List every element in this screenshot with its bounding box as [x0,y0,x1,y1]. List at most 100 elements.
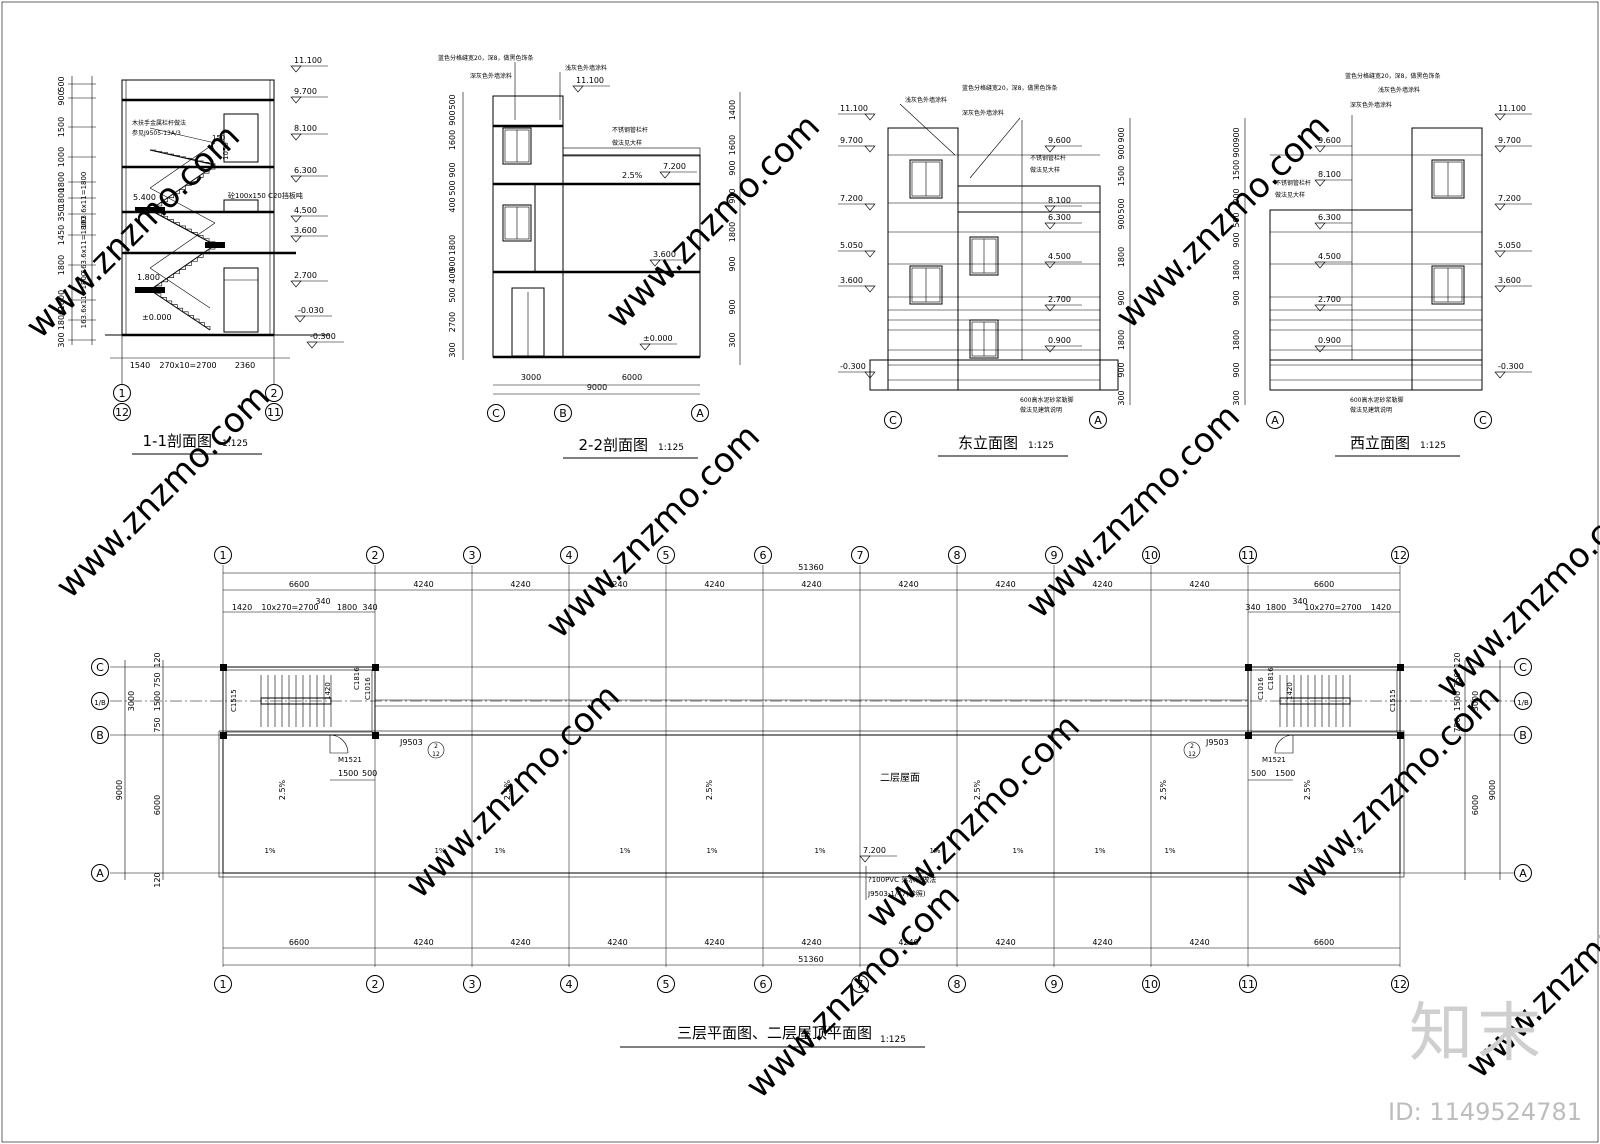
plan-span: 4240 [510,580,530,589]
plan-dim: 1500 [1453,691,1462,711]
plan-axis-top-label: 10 [1144,549,1158,562]
s11-elevation: 4.500 [290,206,328,223]
elevation-value: 5.050 [840,241,863,250]
west-elevation: 2.700 [1314,295,1352,312]
plan-axis-bottom-bubble [1239,975,1257,993]
plan-span: 4240 [607,938,627,947]
s22-dim: 1800 [448,235,457,255]
s11-stair-dim: 163.6x11=1800 [80,217,88,274]
plan-axis-left-label: C [96,661,104,674]
s22-elevation: 3.600 [649,250,687,267]
plan-slope: 2.5% [503,779,512,800]
plan-axis-top-bubble [463,546,481,564]
s22-dim: 900 [448,110,457,125]
elevation-value: -0.030 [298,306,324,315]
elevation-value: 0.900 [1048,336,1071,345]
plan-dim: 500 [362,769,377,778]
plan-dim: 6000 [1471,795,1480,815]
west-dim: 1800 [1232,330,1241,350]
plan-slope: 2.5% [973,779,982,800]
west-note: 做法见建筑说明 [1350,406,1392,414]
s11-stair-dim: 163.6x11=1800 [80,272,88,329]
plan-span: 4240 [704,580,724,589]
s11-dim: 1800 [57,255,66,275]
east-elevation: 9.700 [838,136,876,153]
plan-axis-top-bubble [214,546,232,564]
plan-axis-right-bubble [1514,726,1532,744]
s22-dim: 2700 [448,312,457,332]
elevation-triangle [1044,345,1056,353]
west-plinth [1269,359,1483,391]
plan-stair-dim: 340 [1292,597,1307,606]
elevation-value: 11.100 [1498,104,1526,113]
elevation-triangle [1314,345,1326,353]
s22-dim: 400 [448,268,457,283]
plan-door-swing [1274,734,1294,754]
plan-axis-bottom-label: 5 [663,978,670,991]
elevation-triangle [1494,285,1506,293]
plan-span: 4240 [1189,938,1209,947]
s11-landing [135,287,165,293]
plan-roof-outline [222,734,1401,874]
elevation-value: 7.200 [1498,194,1521,203]
elevation-triangle [864,250,876,258]
plan-axis-bottom-label: 3 [469,978,476,991]
s22-note: 浅灰色外墙涂料 [565,64,607,72]
plan-stair-dim: 1800 [1266,603,1286,612]
elevation-triangle [1314,261,1326,269]
east-dim: 900 [1117,290,1126,305]
watermark-text: www.znzmo.com [398,676,628,906]
plan-dim: 750 [153,717,162,732]
elevation-value: 0.900 [1318,336,1341,345]
s11-note: 150 [212,134,225,142]
plan-window-label: C1515 [1389,689,1397,712]
s22-elevation: 11.100 [572,76,610,93]
east-dim: 900 [1117,127,1126,142]
west-dim: 500 [1232,212,1241,227]
plan-slope-small: 1% [706,847,717,855]
west-note: 600高水泥砂浆勒脚 [1350,396,1403,404]
plan-stair-room [222,666,376,736]
plan-stair-dim: 340 [362,603,377,612]
plan-window-label: C1816 [1267,667,1275,690]
plan-axis-top-label: 9 [1051,549,1058,562]
plan-stair-dim: 1420 [232,603,252,612]
elevation-value: 9.700 [294,87,317,96]
east-window [969,319,999,359]
s11-dim: 1000 [57,147,66,167]
plan-stair-room-inner [1250,669,1398,733]
elevation-triangle [1494,113,1506,121]
plan-slope-small: 1% [494,847,505,855]
s11-stair-flight-handrail [149,267,211,309]
plan-span: 4240 [510,938,530,947]
plan-stair-dim: 340 [1245,603,1260,612]
plan-axis-bottom-bubble [214,975,232,993]
east-dim: 900 [1117,214,1126,229]
s11-landing [135,207,165,213]
s11-landing [205,242,225,248]
plan-axis-left-bubble [91,864,109,882]
elevation-triangle [306,341,318,349]
west-note: 不锈钢管栏杆 [1275,179,1311,187]
east-dim: 500 [1117,198,1126,213]
plan-dim: 3000 [127,691,136,711]
elevation-triangle [659,171,671,179]
plan-drain-note: J9503-1/47(参照) [867,889,926,898]
east-window [969,236,999,276]
elevation-triangle [290,65,302,73]
elevation-triangle [1314,179,1326,187]
plan-axis-bottom-label: 12 [1393,978,1407,991]
plan-axis-top-bubble [1391,546,1409,564]
s22-dim: 900 [448,162,457,177]
elevation-triangle [1044,205,1056,213]
elevation-value: 3.600 [653,250,676,259]
s11-scale: 1:125 [222,439,248,449]
plan-stair-dim: 1800 [337,603,357,612]
plan-dim: 1420 [324,682,332,700]
plan-span: 4240 [995,938,1015,947]
plan-column [1245,664,1252,671]
elevation-value: 11.100 [294,56,322,65]
watermark-text: www.znzmo.com [1018,396,1248,626]
east-plinth [869,359,1119,391]
